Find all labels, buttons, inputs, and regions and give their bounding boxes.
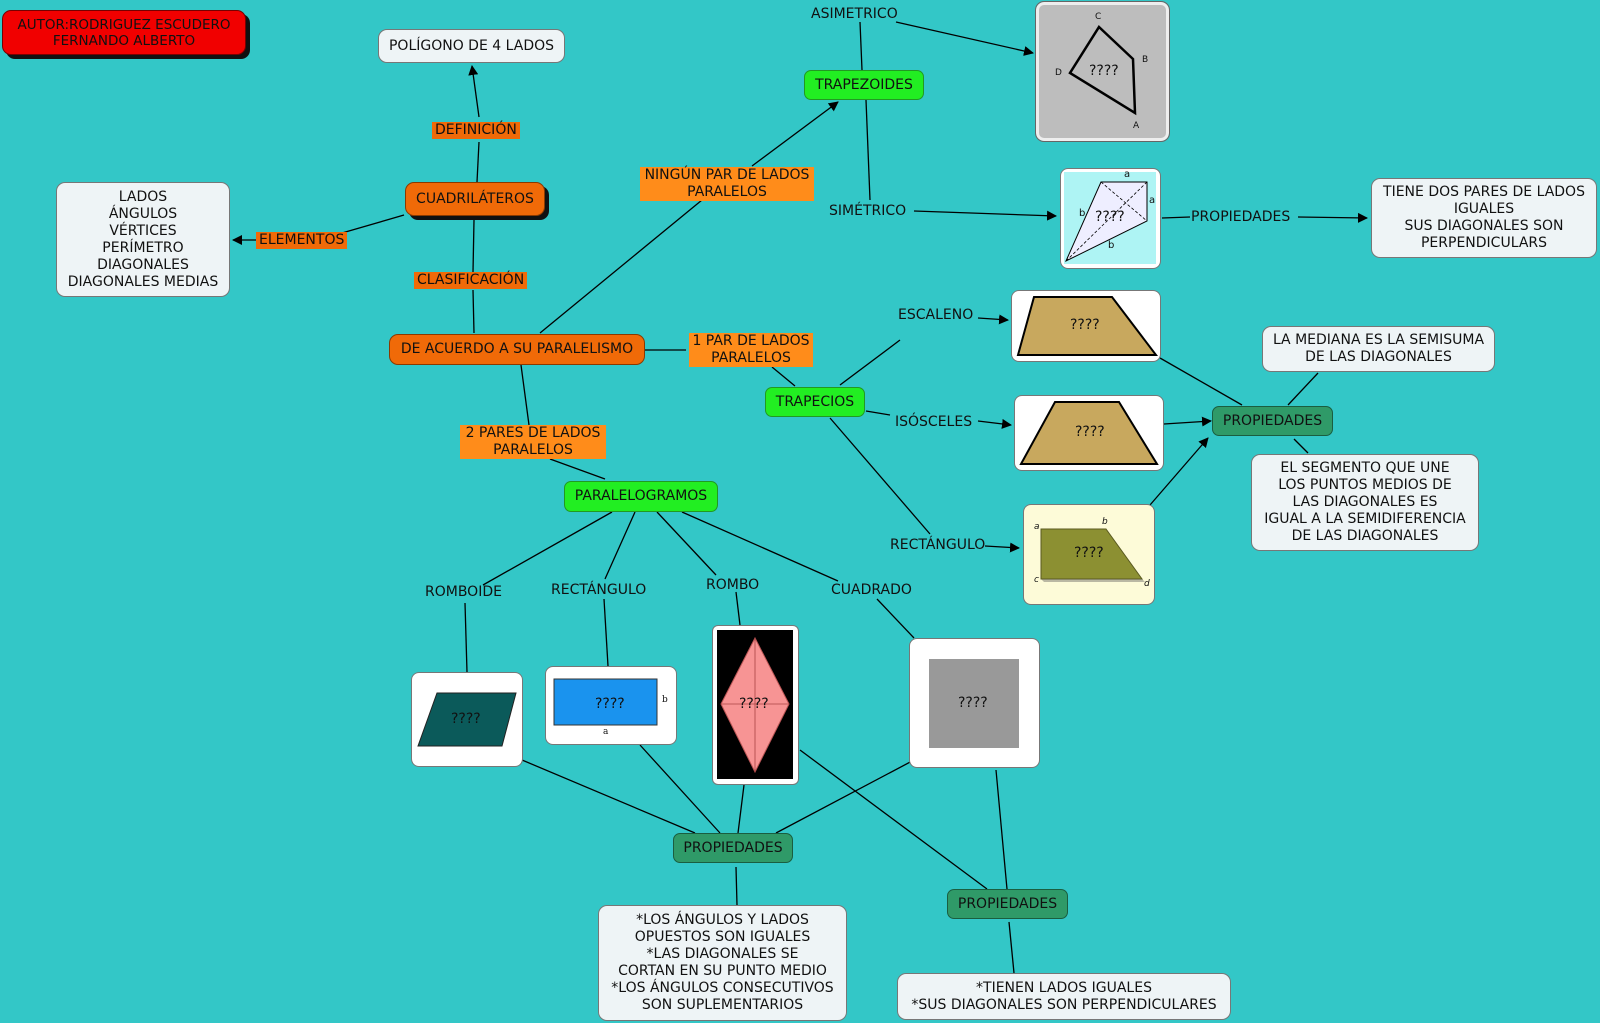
label-propiedades-simetrico: PROPIEDADES: [1191, 209, 1291, 225]
asimetrico-placeholder: ????: [1089, 63, 1119, 79]
asimetrico-letter-b: B: [1142, 55, 1149, 65]
rtrap-letter-b: b: [1102, 517, 1108, 527]
simetrico-placeholder: ????: [1095, 209, 1125, 225]
romboide-shape: [417, 692, 517, 747]
label-asimetrico: ASIMETRICO: [811, 6, 898, 22]
label-cuadrado: CUADRADO: [831, 582, 912, 598]
cuadrado-placeholder: ????: [958, 695, 988, 711]
rtrap-letter-a: a: [1034, 522, 1040, 532]
rectangulo-letter-a: a: [603, 727, 609, 737]
label-rectangulo: RECTÁNGULO: [551, 582, 647, 598]
simetrico-letter-b-bottom: b: [1108, 240, 1115, 251]
isosceles-image: ????: [1014, 395, 1164, 471]
label-isosceles: ISÓSCELES: [895, 414, 973, 430]
rectangulo-trapecio-shape: [1040, 528, 1143, 580]
isosceles-shape: [1019, 401, 1159, 465]
rectangulo-letter-b: b: [662, 695, 668, 705]
paralelogramos-node: PARALELOGRAMOS: [564, 481, 718, 512]
rectangulo-shape: [553, 678, 658, 726]
rtrap-letter-c: c: [1034, 575, 1039, 585]
cuadrilateros-node: CUADRILÁTEROS: [405, 182, 545, 216]
definition-node: POLÍGONO DE 4 LADOS: [378, 29, 565, 63]
rectangulo-placeholder: ????: [595, 696, 625, 712]
romboide-placeholder: ????: [451, 711, 481, 727]
label-clasificacion: CLASIFICACIÓN: [414, 272, 528, 289]
trapecios-node: TRAPECIOS: [765, 387, 865, 417]
cuadrado-shape: [929, 659, 1019, 748]
label-escaleno: ESCALENO: [898, 307, 974, 323]
rtrap-letter-d: d: [1144, 579, 1150, 589]
label-rombo: ROMBO: [706, 577, 760, 593]
asimetrico-image: ???? C B D A: [1035, 1, 1170, 142]
asimetrico-letter-a: A: [1133, 121, 1140, 131]
escaleno-shape: [1016, 296, 1159, 356]
asimetrico-shape: [1068, 25, 1137, 116]
trapezoides-node: TRAPEZOIDES: [804, 70, 924, 100]
label-ningun-par: NINGÚN PAR DE LADOS PARALELOS: [640, 167, 814, 201]
prop-paralelogramos-node-2: PROPIEDADES: [947, 889, 1068, 919]
simetrico-letter-b-left: b: [1079, 208, 1086, 219]
cuadrado-image: ????: [909, 638, 1040, 768]
simetrico-letter-a-right: a: [1149, 195, 1156, 206]
prop-trapecios-node: PROPIEDADES: [1212, 406, 1333, 436]
label-definicion: DEFINICIÓN: [432, 122, 520, 139]
label-un-par: 1 PAR DE LADOS PARALELOS: [689, 333, 813, 367]
author-box: AUTOR:RODRIGUEZ ESCUDERO FERNANDO ALBERT…: [2, 10, 246, 55]
segmento-node: EL SEGMENTO QUE UNE LOS PUNTOS MEDIOS DE…: [1251, 454, 1479, 551]
prop-paralelogramos-text-2: *TIENEN LADOS IGUALES *SUS DIAGONALES SO…: [897, 973, 1231, 1020]
rombo-image: ????: [712, 625, 799, 785]
label-dos-pares: 2 PARES DE LADOS PARALELOS: [460, 425, 606, 459]
prop-paralelogramos-text-1: *LOS ÁNGULOS Y LADOS OPUESTOS SON IGUALE…: [598, 905, 847, 1021]
prop-simetrico-node: TIENE DOS PARES DE LADOS IGUALES SUS DIA…: [1371, 178, 1597, 258]
rectangulo-image: ???? b a: [545, 666, 677, 745]
rectangulo-trapecio-placeholder: ????: [1074, 545, 1104, 561]
label-romboide: ROMBOIDE: [425, 584, 502, 600]
paralelismo-node: DE ACUERDO A SU PARALELISMO: [389, 334, 645, 365]
rectangulo-trapecio-image: ???? a b c d: [1023, 504, 1155, 605]
mediana-node: LA MEDIANA ES LA SEMISUMA DE LAS DIAGONA…: [1262, 326, 1495, 372]
asimetrico-letter-d: D: [1055, 68, 1062, 78]
romboide-image: ????: [411, 672, 523, 767]
escaleno-image: ????: [1011, 290, 1161, 362]
prop-paralelogramos-node-1: PROPIEDADES: [673, 833, 793, 863]
label-elementos: ELEMENTOS: [256, 232, 348, 249]
simetrico-letter-a-top: a: [1124, 169, 1131, 180]
isosceles-placeholder: ????: [1075, 424, 1105, 440]
rombo-placeholder: ????: [739, 696, 769, 712]
escaleno-placeholder: ????: [1070, 317, 1100, 333]
label-simetrico: SIMÉTRICO: [829, 203, 907, 219]
label-rectangulo-trapecio: RECTÁNGULO: [890, 537, 986, 553]
simetrico-image: ???? a a b b: [1060, 168, 1161, 269]
elementos-node: LADOS ÁNGULOS VÉRTICES PERÍMETRO DIAGONA…: [56, 182, 230, 297]
asimetrico-letter-c: C: [1095, 12, 1102, 22]
